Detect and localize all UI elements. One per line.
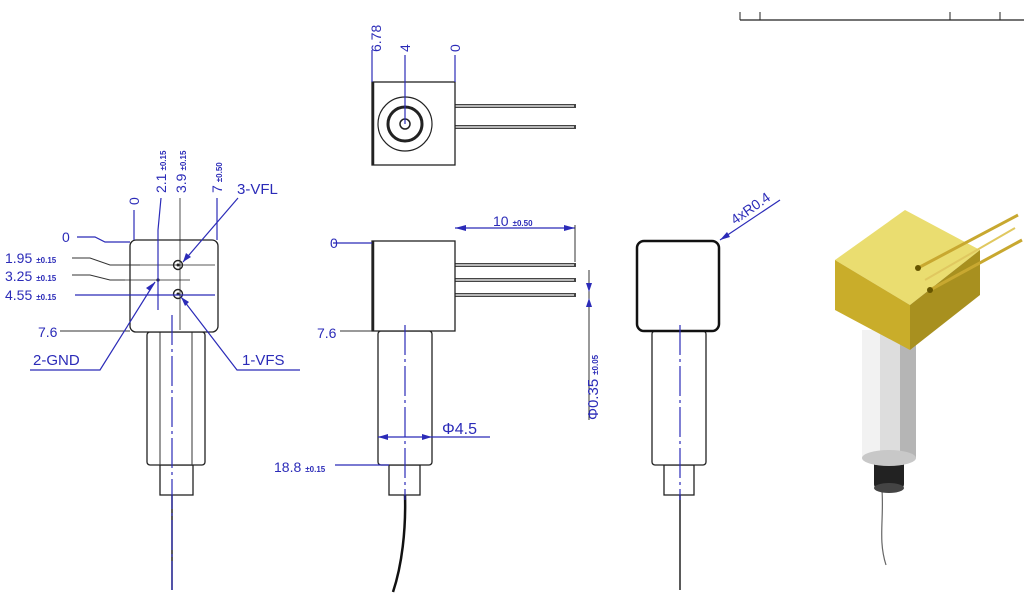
pin-label-vfs: 1-VFS [242,352,285,369]
cable [391,494,407,593]
3d-render [835,210,1023,566]
svg-text:0: 0 [62,229,70,245]
dim-corner-radius: 4xR0.4 [728,189,774,228]
body [129,239,219,333]
dim-0-top: 0 [447,44,463,52]
dim-0: 0 [126,197,142,205]
dim-4: 4 [397,44,413,52]
dim-0-side: 0 [330,235,338,251]
svg-text:2.1±0.15: 2.1±0.15 [153,150,169,193]
svg-text:10±0.50: 10±0.50 [493,213,533,229]
dim-3-9: 3.9 [173,173,189,193]
svg-text:Φ0.35±0.05: Φ0.35±0.05 [585,354,602,420]
dim-body-diameter: Φ4.5 [442,421,477,438]
svg-text:3.25±0.15: 3.25±0.15 [5,268,57,284]
svg-text:18.8±0.15: 18.8±0.15 [274,459,326,475]
pin-label-gnd: 2-GND [33,352,80,369]
back-view: 4xR0.4 [635,189,781,590]
svg-text:7±0.50: 7±0.50 [209,162,225,193]
svg-text:3.9±0.15: 3.9±0.15 [173,150,189,193]
dim-7-6-side: 7.6 [317,325,337,341]
dim-6-78: 6.78 [368,25,384,52]
stem [146,331,206,466]
dim-pin-length: 10 [493,213,509,229]
top-view: 6.78 4 0 [368,25,576,166]
dim-2-1: 2.1 [153,173,169,193]
side-view: 0 7.6 10±0.50 Φ0.35±0.05 Φ4.5 18.8±0.15 [274,213,602,593]
front-view [30,197,300,590]
dim-pin-diameter: Φ0.35 [585,379,602,420]
dim-length: 18.8 [274,459,301,475]
dim-7: 7 [209,185,225,193]
front-side-dimensions: 0 1.95±0.15 3.25±0.15 4.55±0.15 7.6 3-VF… [5,181,285,369]
svg-text:7.6: 7.6 [38,324,58,340]
svg-text:4.55±0.15: 4.55±0.15 [5,287,57,303]
pin-label-vfl: 3-VFL [237,181,278,198]
ferrule [159,464,194,496]
front-top-dimensions: 0 2.1±0.15 3.9±0.15 7±0.50 [126,150,225,205]
title-block-fragment [739,12,1024,21]
svg-text:1.95±0.15: 1.95±0.15 [5,250,57,266]
pin-hole-vfs [172,288,184,300]
